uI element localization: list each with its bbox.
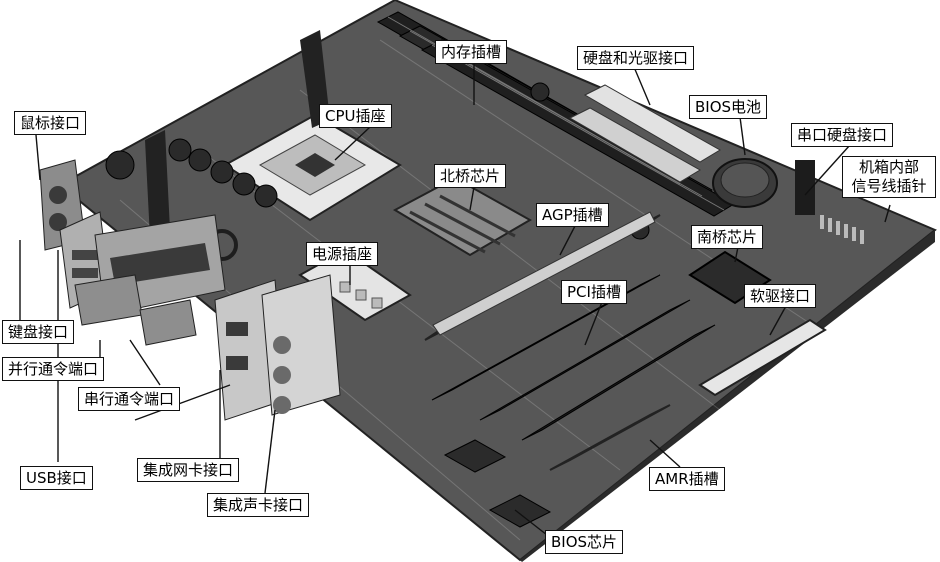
label-hdd-optical-port: 硬盘和光驱接口 [577, 46, 695, 70]
label-pci-slot: PCI插槽 [561, 280, 627, 304]
label-parallel-port: 并行通令端口 [2, 357, 105, 381]
label-bios-chip: BIOS芯片 [545, 530, 624, 554]
sata-connector-graphic [795, 160, 815, 215]
label-bios-battery: BIOS电池 [689, 95, 768, 119]
label-keyboard-port: 键盘接口 [2, 320, 75, 344]
label-chassis-header-line1: 机箱内部 [858, 158, 919, 176]
northbridge-heatsink-graphic [392, 176, 533, 257]
label-memory-slot: 内存插槽 [435, 40, 508, 64]
amr-slot-graphic [549, 404, 671, 471]
bios-chip-graphic [488, 494, 552, 528]
label-serial-hdd-port: 串口硬盘接口 [791, 123, 894, 147]
label-southbridge: 南桥芯片 [691, 225, 764, 249]
label-mouse-port: 鼠标接口 [14, 111, 87, 135]
label-lan-port: 集成网卡接口 [137, 458, 240, 482]
floppy-connector-graphic [698, 318, 827, 397]
ide-connector-graphic [583, 84, 721, 163]
pci-slots-graphic [431, 274, 716, 441]
label-agp-slot: AGP插槽 [536, 203, 609, 227]
label-amr-slot: AMR插槽 [649, 467, 725, 491]
label-serial-port: 串行通令端口 [78, 387, 181, 411]
label-audio-port: 集成声卡接口 [207, 493, 310, 517]
chassis-header-pins-graphic [820, 215, 864, 244]
label-usb-port: USB接口 [20, 466, 93, 490]
label-cpu-socket: CPU插座 [319, 104, 392, 128]
label-power-socket: 电源插座 [306, 242, 379, 266]
rear-io-panel-graphic [39, 159, 341, 421]
leader-lines [19, 62, 891, 536]
label-chassis-header: 机箱内部 信号线插针 [842, 156, 936, 198]
label-floppy-port: 软驱接口 [744, 284, 817, 308]
label-chassis-header-line2: 信号线插针 [851, 177, 927, 195]
label-northbridge: 北桥芯片 [434, 164, 507, 188]
